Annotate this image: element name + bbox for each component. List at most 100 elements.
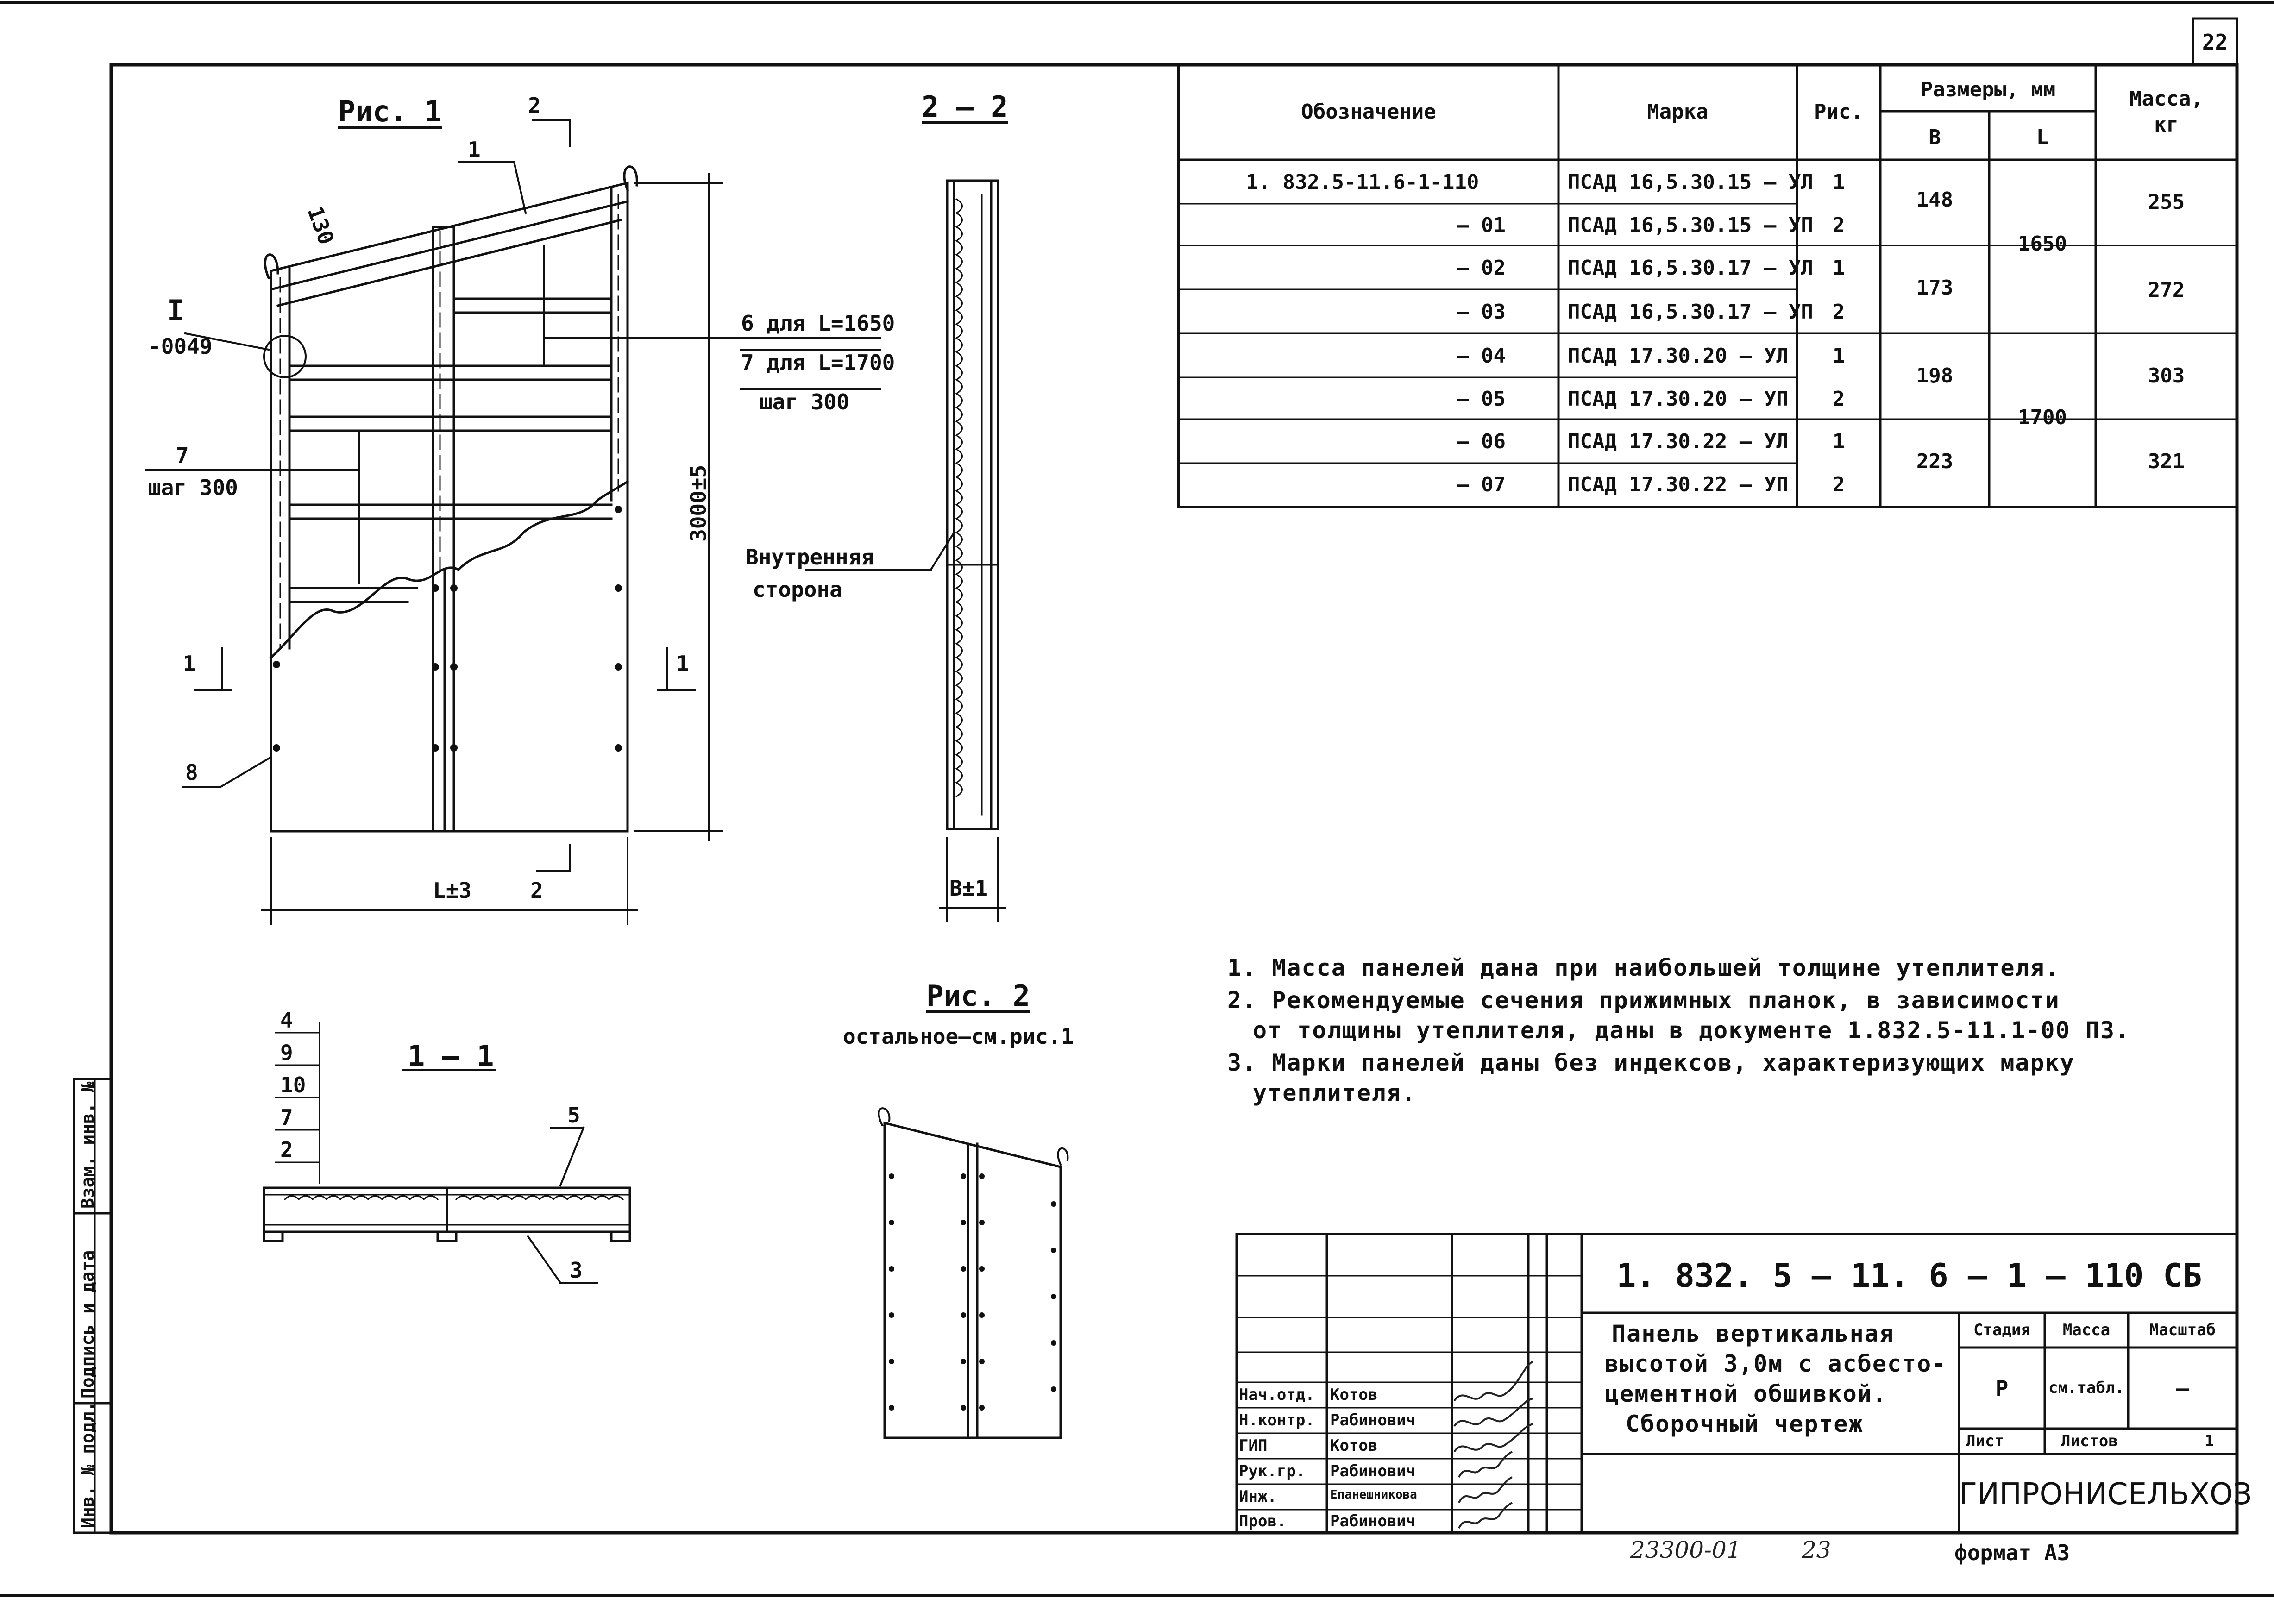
fig1-lead-step: шаг 300 bbox=[760, 389, 849, 414]
name-5: Рабинович bbox=[1330, 1512, 1416, 1530]
table-row-4-fig: 1 bbox=[1832, 344, 1845, 368]
fig1-title: Рис. 1 bbox=[338, 94, 442, 128]
side-stamp-frame bbox=[73, 1078, 113, 1534]
sec11-callout-3: 3 bbox=[570, 1258, 583, 1283]
table-mass-303: 303 bbox=[2148, 364, 2185, 388]
fig2-title: Рис. 2 bbox=[926, 979, 1030, 1013]
table-row-6-fig: 1 bbox=[1832, 430, 1845, 453]
fig1-screws bbox=[273, 506, 622, 752]
sec11-callout-10: 10 bbox=[280, 1072, 306, 1097]
table-row-4-designation: – 04 bbox=[1457, 344, 1506, 368]
sec22-leader bbox=[543, 337, 881, 390]
fig1-callout-1: 1 bbox=[468, 137, 481, 162]
sec11-section bbox=[263, 1022, 631, 1284]
sec11-callout-7: 7 bbox=[280, 1105, 293, 1130]
role-5: Пров. bbox=[1239, 1512, 1287, 1530]
doc-desc-1: Панель вертикальная bbox=[1612, 1320, 1894, 1347]
fig2-screws bbox=[889, 1173, 1056, 1411]
table-l-1650: 1650 bbox=[2018, 232, 2067, 256]
fig1-section-mark-bottom: 2 bbox=[530, 878, 543, 903]
table-row-7-designation: – 07 bbox=[1457, 473, 1506, 496]
table-b-173: 173 bbox=[1916, 276, 1954, 300]
table-row-5-designation: – 05 bbox=[1457, 387, 1506, 411]
fig1-section-1-left: 1 bbox=[183, 651, 196, 676]
table-row-6-brand: ПСАД 17.30.22 – УЛ bbox=[1568, 430, 1789, 453]
sec22-title: 2 – 2 bbox=[922, 90, 1008, 124]
fig1-step-300: шаг 300 bbox=[148, 475, 238, 500]
doc-desc-2: высотой 3,0м с асбесто- bbox=[1605, 1350, 1947, 1377]
fig1-callout-8: 8 bbox=[185, 760, 198, 785]
paper-format: формат А3 bbox=[1954, 1540, 2070, 1565]
table-header-sizes: Размеры, мм bbox=[1920, 78, 2056, 101]
role-3: Рук.гр. bbox=[1239, 1462, 1306, 1480]
role-4: Инж. bbox=[1239, 1487, 1277, 1506]
table-row-2-brand: ПСАД 16,5.30.17 – УЛ bbox=[1568, 256, 1813, 280]
fig1-node-ref: -0049 bbox=[148, 334, 213, 359]
fig2-subtitle: остальное–см.рис.1 bbox=[843, 1024, 1074, 1049]
table-row-0-designation: 1. 832.5-11.6-1-110 bbox=[1246, 170, 1479, 194]
name-4: Епанешникова bbox=[1330, 1488, 1417, 1502]
role-0: Нач.отд. bbox=[1239, 1386, 1315, 1404]
table-row-3-designation: – 03 bbox=[1457, 300, 1506, 324]
table-row-0-fig: 1 bbox=[1832, 170, 1845, 194]
note-2-cont: от толщины утеплителя, даны в документе … bbox=[1253, 1017, 2130, 1044]
sec22-b-dim: B±1 bbox=[949, 876, 988, 901]
sec22-inner-side-2: сторона bbox=[753, 577, 842, 602]
table-row-1-brand: ПСАД 16,5.30.15 – УП bbox=[1568, 213, 1813, 237]
name-1: Рабинович bbox=[1330, 1411, 1416, 1430]
table-row-2-designation: – 02 bbox=[1457, 256, 1506, 280]
table-b-148: 148 bbox=[1916, 188, 1954, 212]
table-row-3-fig: 2 bbox=[1832, 300, 1845, 324]
table-row-7-brand: ПСАД 17.30.22 – УП bbox=[1568, 473, 1789, 496]
table-row-5-fig: 2 bbox=[1832, 387, 1845, 411]
fig1-section-1-right: 1 bbox=[676, 651, 689, 676]
mass-header: Масса bbox=[2062, 1321, 2111, 1339]
table-row-1-fig: 2 bbox=[1832, 213, 1845, 237]
archive-number: 23300-01 bbox=[1630, 1536, 1741, 1563]
table-header-mass-2: кг bbox=[2154, 113, 2179, 137]
table-mass-255: 255 bbox=[2148, 190, 2185, 214]
doc-desc-4: Сборочный чертеж bbox=[1626, 1411, 1864, 1437]
fig1-node-mark: I bbox=[167, 294, 184, 327]
sec11-callout-4: 4 bbox=[280, 1008, 293, 1033]
table-header-brand: Марка bbox=[1647, 100, 1709, 124]
fig1-label-7: 7 bbox=[176, 443, 189, 468]
fig1-section-mark-top: 2 bbox=[528, 93, 541, 118]
name-0: Котов bbox=[1330, 1386, 1378, 1404]
table-l-1700: 1700 bbox=[2018, 406, 2067, 429]
table-header-mass-1: Масса, bbox=[2130, 87, 2203, 111]
sec11-title: 1 – 1 bbox=[408, 1039, 494, 1073]
sheets-value: 1 bbox=[2205, 1432, 2214, 1450]
table-row-3-brand: ПСАД 16,5.30.17 – УП bbox=[1568, 300, 1813, 324]
stage-header: Стадия bbox=[1973, 1321, 2030, 1339]
role-1: Н.контр. bbox=[1239, 1411, 1315, 1430]
table-row-0-brand: ПСАД 16,5.30.15 – УЛ bbox=[1568, 170, 1813, 194]
table-row-4-brand: ПСАД 17.30.20 – УЛ bbox=[1568, 344, 1789, 368]
sec22-section bbox=[805, 179, 1006, 922]
stage-value: Р bbox=[1995, 1376, 2009, 1401]
table-b-198: 198 bbox=[1916, 364, 1954, 388]
note-3: 3. Марки панелей даны без индексов, хара… bbox=[1227, 1049, 2075, 1076]
table-b-223: 223 bbox=[1916, 450, 1954, 473]
archive-sheet: 23 bbox=[1802, 1536, 1831, 1563]
table-header-designation: Обозначение bbox=[1301, 100, 1436, 124]
fig1-lead-6: 6 для L=1650 bbox=[741, 311, 895, 336]
table-row-6-designation: – 06 bbox=[1457, 430, 1506, 453]
table-mass-272: 272 bbox=[2148, 278, 2185, 302]
organization: ГИПРОНИСЕЛЬХОЗ bbox=[1959, 1477, 2252, 1511]
sheet-number: 22 bbox=[2202, 30, 2228, 55]
table-mass-321: 321 bbox=[2148, 450, 2185, 473]
table-row-1-designation: – 01 bbox=[1457, 213, 1506, 237]
table-header-b: B bbox=[1929, 125, 1941, 149]
scale-value: — bbox=[2176, 1376, 2189, 1401]
note-3-cont: утеплителя. bbox=[1253, 1079, 1417, 1106]
fig1-panel bbox=[264, 165, 638, 833]
sec11-callout-5: 5 bbox=[567, 1103, 580, 1128]
title-block-grid bbox=[1235, 1233, 2238, 1534]
sec22-inner-side-1: Внутренняя bbox=[746, 545, 874, 570]
spec-table-grid bbox=[1177, 63, 2238, 508]
fig1-lead-7: 7 для L=1700 bbox=[741, 350, 895, 375]
